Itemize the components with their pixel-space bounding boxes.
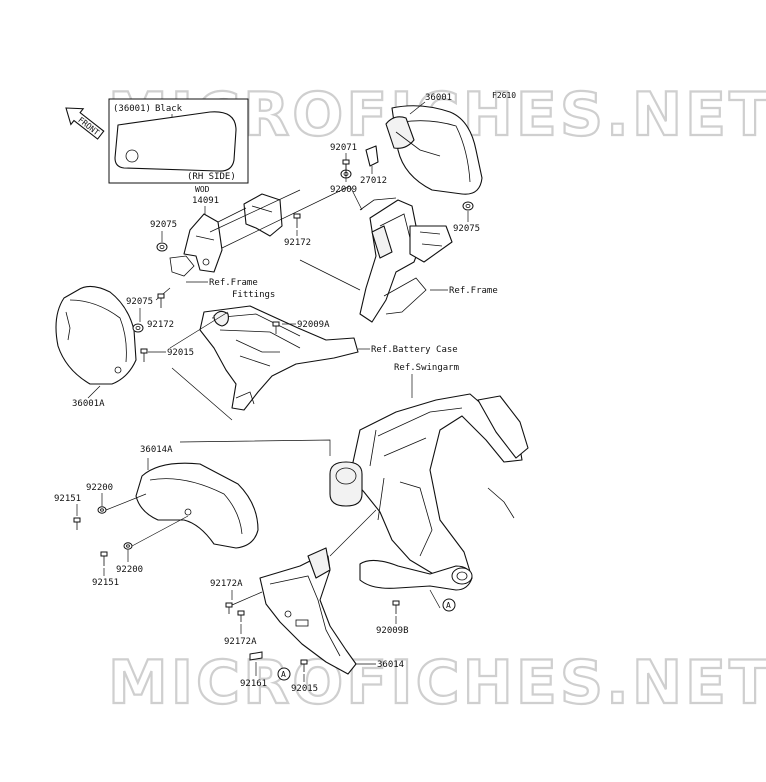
label-ref-frame-fittings-line1: Ref.Frame (209, 278, 258, 288)
screw-92151-top-icon (73, 517, 81, 530)
label-92015-bottom: 92015 (291, 684, 318, 694)
watermark-bottom: MICROFICHES.NET (108, 648, 766, 718)
label-92172-mid: 92172 (147, 320, 174, 330)
label-92075-left: 92075 (150, 220, 177, 230)
screw-92151-bottom-icon (100, 551, 108, 566)
label-36001A: 36001A (72, 399, 105, 409)
grommet-92075-left-icon (156, 242, 168, 252)
inset-color: Black (155, 104, 183, 114)
label-27012: 27012 (360, 176, 387, 186)
label-92009: 92009 (330, 185, 357, 195)
bolt-92009B-icon (392, 600, 400, 614)
front-arrow-icon: FRONT (65, 107, 105, 140)
label-ref-swingarm: Ref.Swingarm (394, 363, 459, 373)
bolt-92172-top-icon (293, 213, 301, 228)
bracket-14091 (169, 193, 283, 277)
label-92172A-top: 92172A (210, 579, 243, 589)
side-cover-inset-icon (114, 111, 237, 172)
label-92015-top: 92015 (167, 348, 194, 358)
bolt-92009A-icon (272, 321, 280, 334)
label-ref-battery-case: Ref.Battery Case (371, 345, 458, 355)
label-36014: 36014 (377, 660, 404, 670)
frame-section (359, 197, 453, 323)
chain-cover-36014 (259, 547, 357, 675)
label-wod: WOD (195, 185, 210, 194)
washer-92200-top-icon (97, 506, 107, 514)
label-36001: 36001 (425, 93, 452, 103)
marker-a-right: A (442, 598, 456, 612)
label-92172-top: 92172 (284, 238, 311, 248)
bolt-92172A-top-icon (225, 602, 233, 614)
label-92075-mid: 92075 (126, 297, 153, 307)
label-92151-top: 92151 (54, 494, 81, 504)
bolt-92015-bottom-icon (300, 659, 308, 672)
bracket-27012-icon (365, 145, 379, 167)
inset-side: (RH SIDE) (187, 172, 236, 182)
svg-text:A: A (446, 601, 451, 610)
label-92009A: 92009A (297, 320, 330, 330)
grommet-92075-right-icon (462, 201, 474, 211)
figure-code: F2610 (492, 91, 516, 100)
inset-box: (36001) Black (RH SIDE) (108, 98, 249, 184)
front-label: FRONT (76, 115, 101, 137)
bolt-92172A-bottom-icon (237, 610, 245, 622)
label-92200-top: 92200 (86, 483, 113, 493)
marker-a-bottom: A (277, 667, 291, 681)
battery-case (199, 305, 359, 411)
inset-part-ref: (36001) (113, 104, 151, 114)
label-36014A: 36014A (140, 445, 173, 455)
pad-92161-icon (249, 651, 263, 661)
label-ref-frame: Ref.Frame (449, 286, 498, 296)
chain-cover-36014A (135, 462, 259, 549)
label-92071: 92071 (330, 143, 357, 153)
label-92075-right: 92075 (453, 224, 480, 234)
label-ref-frame-fittings-line2: Fittings (232, 290, 275, 300)
swingarm (329, 393, 529, 591)
washer-92200-bottom-icon (123, 542, 133, 550)
grommet-92075-mid-icon (132, 323, 144, 333)
label-92200-bottom: 92200 (116, 565, 143, 575)
side-cover-36001A (55, 285, 137, 385)
label-92161: 92161 (240, 679, 267, 689)
svg-text:A: A (281, 670, 286, 679)
label-92009B: 92009B (376, 626, 409, 636)
bolt-92015-top-icon (140, 348, 148, 362)
bolt-92172-mid-icon (157, 293, 165, 308)
label-92172A-bottom: 92172A (224, 637, 257, 647)
label-92151-bottom: 92151 (92, 578, 119, 588)
label-14091: 14091 (192, 196, 219, 206)
side-cover-36001 (385, 105, 483, 195)
